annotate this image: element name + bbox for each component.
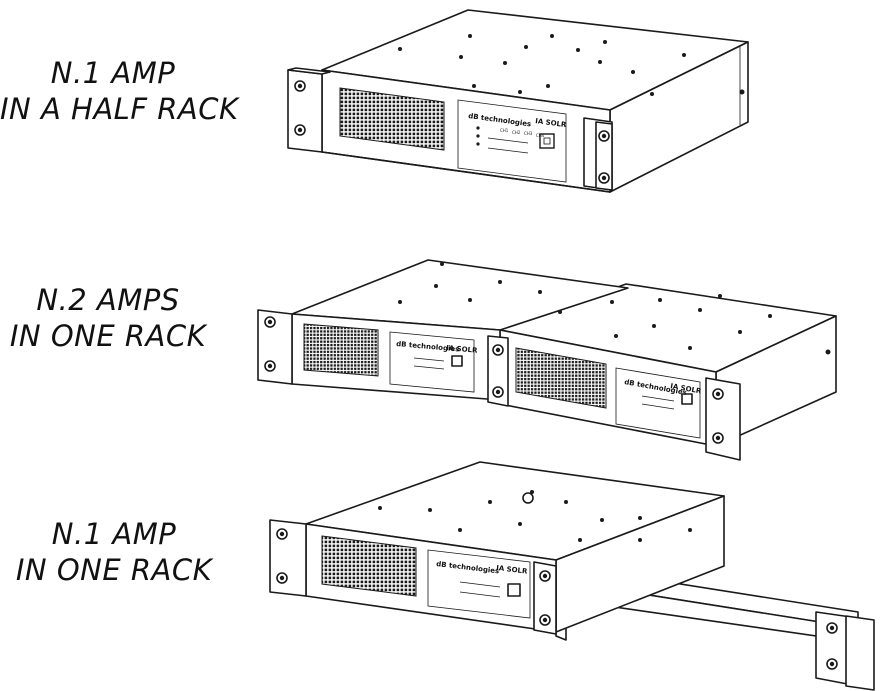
channel-label: CH1 xyxy=(500,128,509,133)
config-label-line2: IN ONE RACK xyxy=(15,553,213,587)
amp-half-rack: dB technologies IA SOLR CH1 CH2 CH3 CH4 xyxy=(287,9,749,193)
amps-two-in-rack: dB technologies IA SOLR dB technologies … xyxy=(257,259,837,461)
channel-label: CH3 xyxy=(524,131,533,136)
channel-label: CH4 xyxy=(536,133,545,138)
channel-label: CH2 xyxy=(512,130,521,135)
config-label-one-rack: N.1 AMP IN ONE RACK xyxy=(10,516,218,588)
config-label-line1: N.1 AMP xyxy=(51,517,177,551)
config-label-two-amps: N.2 AMPS IN ONE RACK xyxy=(8,282,208,354)
config-label-line1: N.1 AMP xyxy=(50,56,176,90)
config-label-line1: N.2 AMPS xyxy=(36,283,180,317)
config-label-line2: IN ONE RACK xyxy=(9,319,207,353)
config-label-line2: IN A HALF RACK xyxy=(0,92,239,126)
config-label-half-rack: N.1 AMP IN A HALF RACK xyxy=(0,55,239,127)
brand-logo: IA SOLR xyxy=(496,564,529,576)
amp-full-rack: dB technologies IA SOLR xyxy=(269,461,875,691)
brand-logo: IA SOLR xyxy=(446,344,478,355)
